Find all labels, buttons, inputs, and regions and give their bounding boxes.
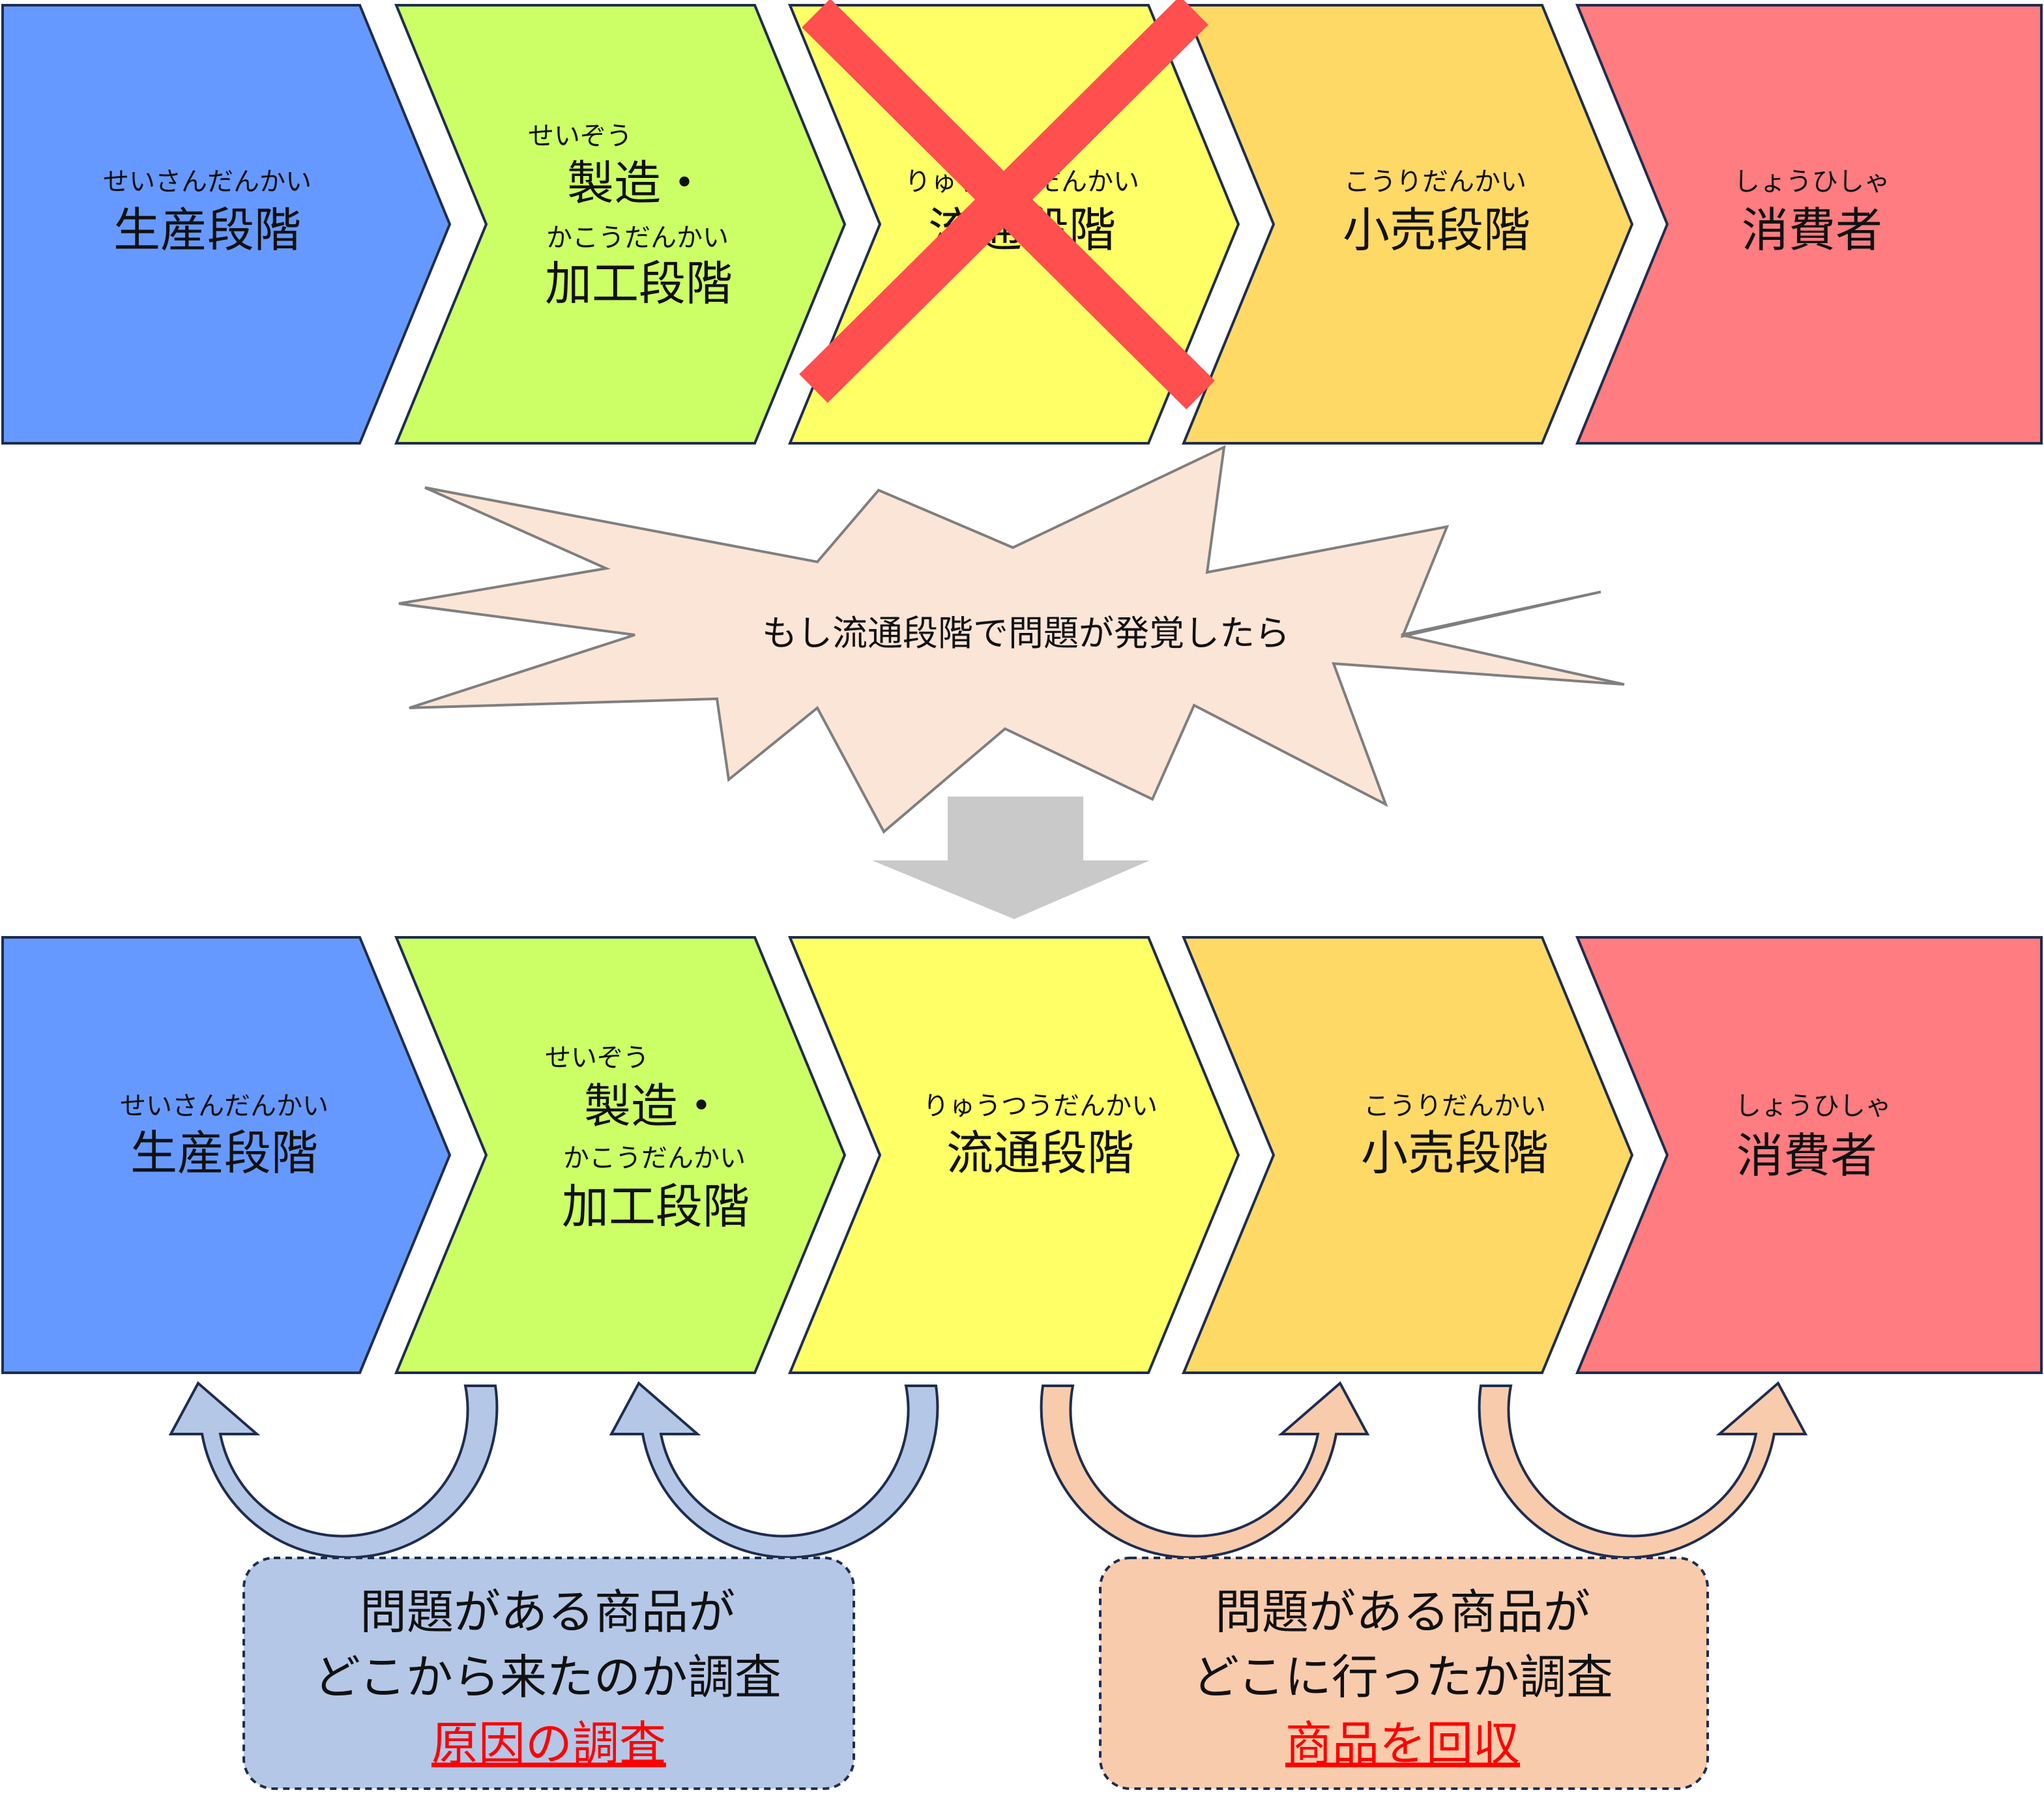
- trace-arrows: [168, 1381, 1808, 1559]
- bottom-stage-processing-label: 加工段階: [562, 1179, 750, 1234]
- top-stage-manufacturing-ruby: せいぞう: [528, 121, 632, 151]
- bottom-stage-row: せいさんだんかい 生産段階 せいぞう 製造・ かこうだんかい 加工段階 りゅうつ…: [1, 936, 2043, 1374]
- product-recall-link[interactable]: 商品を回収: [1285, 1716, 1520, 1771]
- trace-destination-line1: 問題がある商品が: [1215, 1585, 1590, 1639]
- top-stage-processing-ruby: かこうだんかい: [546, 223, 729, 253]
- top-stage-production-label: 生産段階: [113, 203, 301, 257]
- top-stage-retail-label: 小売段階: [1343, 203, 1530, 257]
- trace-destination-box: 問題がある商品が どこに行ったか調査 商品を回収: [1099, 1557, 1709, 1790]
- bottom-stage-retail-label: 小売段階: [1361, 1126, 1549, 1180]
- trace-source-line2: どこから来たのか調査: [314, 1650, 781, 1705]
- bottom-stage-consumer-shape: [1575, 936, 2043, 1374]
- bottom-stage-retail-shape: [1182, 936, 1634, 1374]
- bottom-stage-retail-ruby: こうりだんかい: [1364, 1091, 1546, 1121]
- cross-stroke-2: [799, 0, 1208, 403]
- distribution-cross-icon: [799, 0, 1215, 409]
- bottom-stage-manufacturing-shape: [394, 936, 847, 1374]
- bottom-stage-manufacturing-label: 製造・: [584, 1079, 725, 1134]
- trace-destination-box-bg: [1099, 1557, 1709, 1790]
- forward-arrow-1-icon: [1040, 1381, 1370, 1559]
- bottom-stage-manufacturing-ruby: せいぞう: [545, 1043, 649, 1073]
- top-stage-consumer-label: 消費者: [1742, 203, 1882, 257]
- forward-arrow-2-icon: [1478, 1381, 1808, 1559]
- bottom-stage-production-shape: [1, 936, 452, 1374]
- top-stage-manufacturing-shape: [394, 4, 847, 445]
- bottom-stage-production-label: 生産段階: [130, 1126, 318, 1180]
- trace-destination-line2: どこに行ったか調査: [1192, 1650, 1613, 1705]
- top-stage-retail-ruby: こうりだんかい: [1344, 167, 1526, 197]
- top-stage-consumer-shape: [1575, 4, 2043, 445]
- burst-shape: [398, 445, 1625, 834]
- top-stage-manufacturing-label: 製造・: [567, 156, 708, 211]
- top-stage-production-shape: [1, 4, 452, 445]
- bottom-stage-consumer-ruby: しょうひしゃ: [1735, 1091, 1891, 1121]
- back-arrow-2-icon: [609, 1381, 939, 1559]
- trace-source-box: 問題がある商品が どこから来たのか調査 原因の調査: [242, 1557, 855, 1790]
- problem-burst: もし流通段階で問題が発覚したら: [398, 445, 1625, 834]
- cause-investigation-link[interactable]: 原因の調査: [431, 1716, 666, 1771]
- bottom-stage-distribution-shape: [788, 936, 1240, 1374]
- burst-text: もし流通段階で問題が発覚したら: [762, 613, 1290, 654]
- top-stage-row: せいさんだんかい 生産段階 せいぞう 製造・ かこうだんかい 加工段階 りゅうつ…: [1, 0, 2043, 445]
- bottom-stage-production-ruby: せいさんだんかい: [120, 1091, 328, 1121]
- top-stage-processing-label: 加工段階: [545, 256, 733, 311]
- top-stage-production-ruby: せいさんだんかい: [103, 167, 312, 197]
- back-arrow-1-icon: [168, 1381, 499, 1559]
- bottom-stage-distribution-label: 流通段階: [946, 1126, 1134, 1180]
- bottom-stage-distribution-ruby: りゅうつうだんかい: [923, 1091, 1158, 1121]
- down-arrow-icon: [872, 797, 1150, 919]
- top-stage-consumer-ruby: しょうひしゃ: [1734, 167, 1890, 197]
- top-stage-retail-shape: [1182, 4, 1634, 445]
- trace-source-box-bg: [242, 1557, 855, 1790]
- bottom-stage-consumer-label: 消費者: [1736, 1128, 1877, 1183]
- trace-source-line1: 問題がある商品が: [360, 1585, 735, 1639]
- bottom-stage-processing-ruby: かこうだんかい: [563, 1143, 746, 1173]
